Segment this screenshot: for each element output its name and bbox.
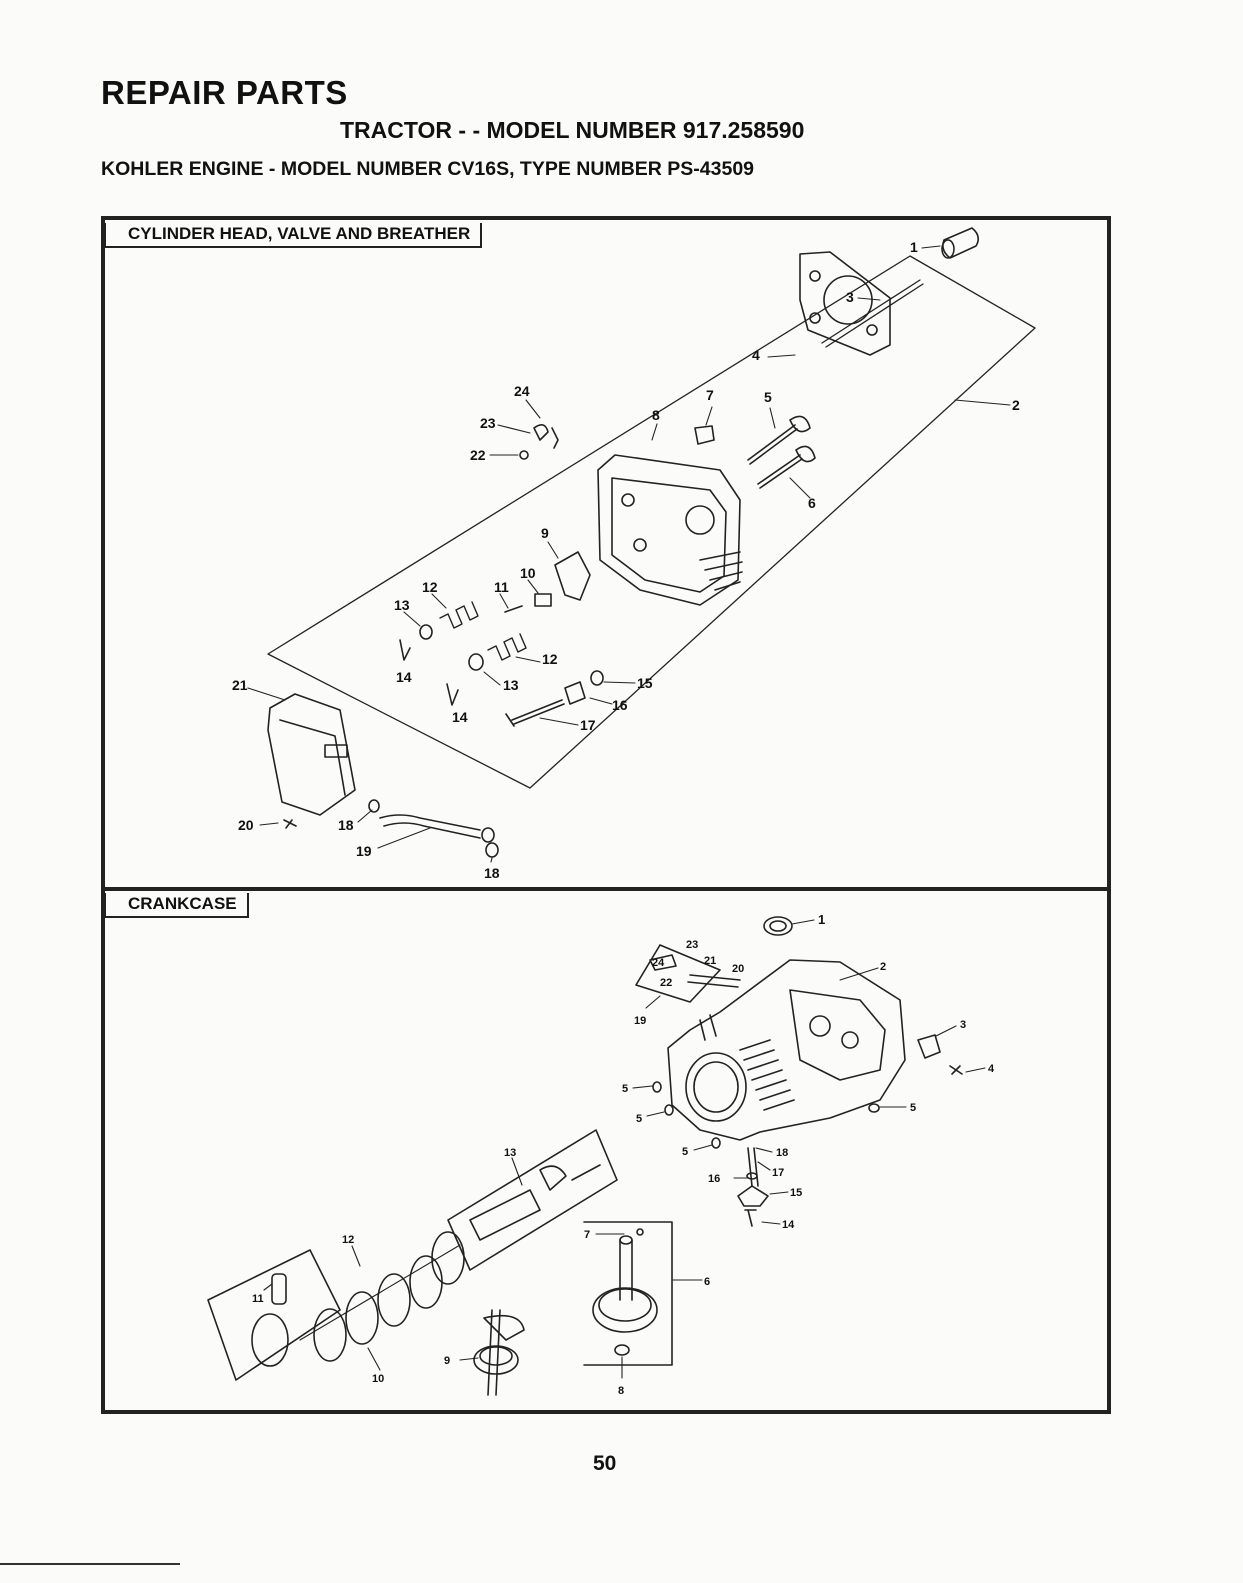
breather-bracket-part <box>520 425 558 459</box>
callout-leaders-crankcase <box>264 920 985 1378</box>
callout-numbers-cylinder-head: 1 3 4 2 5 6 7 8 24 23 22 9 10 11 12 13 1… <box>232 239 1020 881</box>
svg-text:16: 16 <box>612 697 628 713</box>
svg-text:24: 24 <box>652 957 665 969</box>
rocker-arm-part <box>555 552 590 600</box>
svg-text:13: 13 <box>503 677 519 693</box>
governor-bracket-group <box>636 945 740 1002</box>
svg-text:4: 4 <box>752 347 760 363</box>
svg-text:5: 5 <box>622 1083 628 1095</box>
svg-text:11: 11 <box>494 579 509 595</box>
section-label-crankcase: CRANKCASE <box>104 893 249 918</box>
svg-text:19: 19 <box>356 843 372 859</box>
svg-text:15: 15 <box>637 675 653 691</box>
cylinder-head-part <box>598 455 742 605</box>
svg-text:11: 11 <box>252 1293 264 1305</box>
governor-gear-part <box>738 1148 768 1226</box>
svg-text:18: 18 <box>338 817 354 833</box>
svg-text:3: 3 <box>846 289 854 305</box>
svg-text:23: 23 <box>480 415 496 431</box>
svg-text:13: 13 <box>394 597 410 613</box>
svg-text:22: 22 <box>660 977 672 989</box>
head-gasket-part <box>800 252 890 355</box>
crankcase-bracket-part <box>918 1035 962 1074</box>
svg-text:22: 22 <box>470 447 486 463</box>
svg-text:7: 7 <box>706 387 714 403</box>
lifter-parts <box>565 671 603 704</box>
svg-text:21: 21 <box>704 955 716 967</box>
svg-text:5: 5 <box>636 1113 642 1125</box>
page-number: 50 <box>593 1452 616 1476</box>
svg-text:18: 18 <box>484 865 500 881</box>
callout-leaders-cylinder-head <box>248 246 1010 862</box>
svg-text:14: 14 <box>396 669 412 685</box>
valves-part <box>748 416 815 488</box>
svg-text:15: 15 <box>790 1187 802 1199</box>
svg-text:20: 20 <box>238 817 254 833</box>
svg-text:17: 17 <box>580 717 596 733</box>
svg-text:5: 5 <box>764 389 772 405</box>
svg-text:2: 2 <box>1012 397 1020 413</box>
svg-text:12: 12 <box>542 651 558 667</box>
svg-text:6: 6 <box>704 1276 710 1288</box>
section-label-cylinder-head: CYLINDER HEAD, VALVE AND BREATHER <box>104 223 482 248</box>
svg-text:14: 14 <box>782 1219 795 1231</box>
breather-cap-part <box>942 228 978 258</box>
svg-text:16: 16 <box>708 1173 720 1185</box>
footer-rule <box>0 1563 180 1565</box>
svg-text:2: 2 <box>880 961 886 973</box>
svg-text:21: 21 <box>232 677 248 693</box>
svg-text:23: 23 <box>686 939 698 951</box>
svg-text:14: 14 <box>452 709 468 725</box>
svg-text:12: 12 <box>342 1234 354 1246</box>
svg-text:6: 6 <box>808 495 816 511</box>
svg-text:17: 17 <box>772 1167 784 1179</box>
valve-springs-part <box>440 602 526 660</box>
svg-text:24: 24 <box>514 383 530 399</box>
svg-text:7: 7 <box>584 1229 590 1241</box>
head-bolt-part <box>506 700 564 726</box>
svg-text:4: 4 <box>988 1063 995 1075</box>
svg-text:18: 18 <box>776 1147 788 1159</box>
svg-text:10: 10 <box>520 565 536 581</box>
svg-text:8: 8 <box>652 407 660 423</box>
svg-text:5: 5 <box>682 1146 688 1158</box>
spring-retainers-part <box>400 625 483 705</box>
svg-text:12: 12 <box>422 579 438 595</box>
svg-text:10: 10 <box>372 1373 384 1385</box>
svg-text:20: 20 <box>732 963 744 975</box>
svg-text:9: 9 <box>541 525 549 541</box>
breather-hose-part <box>284 800 498 857</box>
crankshaft-part <box>474 1310 524 1395</box>
svg-text:3: 3 <box>960 1019 966 1031</box>
valve-seal-part <box>695 426 714 444</box>
exploded-view-outline <box>268 256 1035 788</box>
oil-seal-part <box>764 917 792 935</box>
svg-text:8: 8 <box>618 1385 624 1397</box>
svg-text:13: 13 <box>504 1147 516 1159</box>
svg-text:19: 19 <box>634 1015 646 1027</box>
connecting-rod-part <box>448 1130 617 1270</box>
svg-text:1: 1 <box>910 239 918 255</box>
piston-rings-part <box>208 1232 464 1380</box>
rocker-pivot-part <box>505 594 551 612</box>
svg-text:9: 9 <box>444 1355 450 1367</box>
breather-cover-part <box>268 694 355 815</box>
svg-text:1: 1 <box>818 912 825 927</box>
callout-numbers-crankcase: 1 23 24 21 20 22 19 2 3 4 5 5 5 5 18 17 … <box>252 912 995 1397</box>
camshaft-part <box>584 1222 672 1365</box>
push-rod-part <box>822 280 923 347</box>
svg-text:5: 5 <box>910 1102 916 1114</box>
